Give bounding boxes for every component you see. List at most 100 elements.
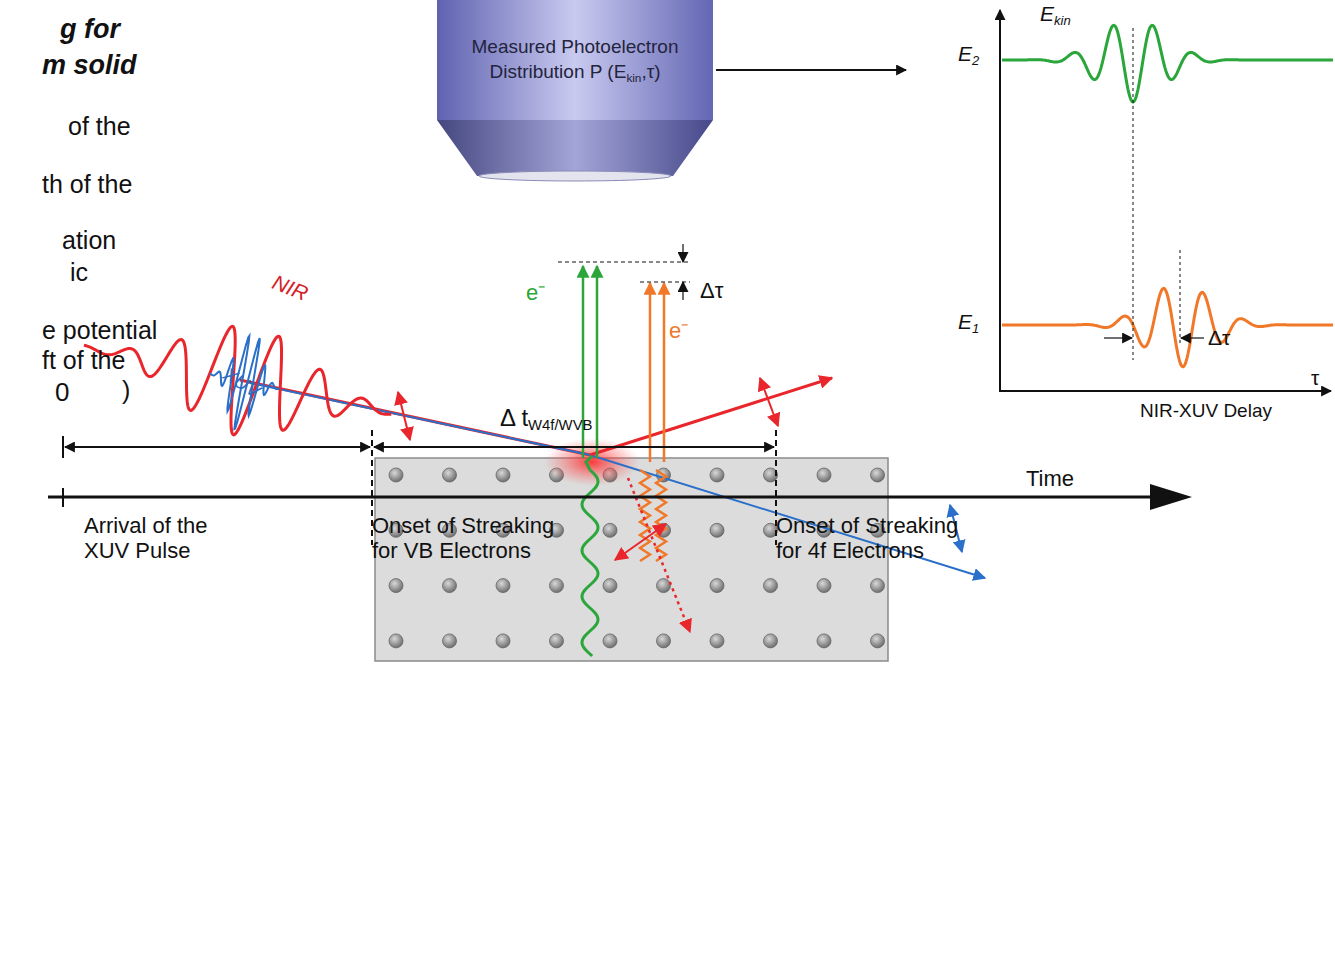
delay-arrow (1181, 337, 1204, 338)
lattice-atom (710, 468, 724, 482)
delay-arrow (682, 244, 683, 262)
delay-arrow (1104, 337, 1132, 338)
electron-arrow (663, 283, 666, 462)
subscript: kin (1054, 13, 1071, 28)
xuv-pulse (210, 336, 280, 429)
lattice-atom (871, 468, 885, 482)
beam-label: NIR (269, 270, 312, 306)
core-electron-wave (640, 470, 650, 561)
lattice-atom (443, 579, 457, 593)
lattice-atom (764, 634, 778, 648)
subscript: kin (626, 70, 641, 83)
lattice-atom (603, 579, 617, 593)
slide-text: e potential (42, 316, 157, 345)
xuv-beam (250, 383, 985, 578)
polarization-arrow (398, 392, 410, 440)
axis-label: E1 (958, 310, 979, 337)
beam-label: XUV (219, 363, 264, 402)
streaking-trace (1002, 288, 1333, 366)
detector-shape (437, 0, 713, 186)
text-part: E (958, 42, 972, 65)
slide-text: ft of the (42, 346, 125, 375)
nir-reflected-beam (590, 378, 832, 455)
tick (62, 488, 64, 507)
text-part: E (1040, 2, 1054, 25)
axis-label: Ekin (1040, 2, 1071, 29)
event-label: Arrival of the XUV Pulse (84, 513, 244, 564)
slide-title: m solid (42, 50, 137, 81)
graph-axis (999, 390, 1331, 392)
lattice-atom (550, 634, 564, 648)
time-arrowhead (1150, 484, 1192, 510)
lattice-atom (389, 468, 403, 482)
electron-label: e⁻ (526, 280, 545, 305)
graph-axis (999, 10, 1001, 392)
detector: Measured Photoelectron Distribution P (E… (437, 0, 713, 186)
center-line (1180, 250, 1181, 345)
lattice-atom (710, 523, 724, 537)
lattice-atom (496, 468, 510, 482)
field-arrow (615, 524, 666, 560)
slide-text: ation (62, 226, 116, 255)
lattice-atom (817, 634, 831, 648)
electron-label: e⁻ (669, 318, 688, 343)
lattice-atom (710, 634, 724, 648)
detector-label: Measured Photoelectron Distribution P (E… (455, 35, 695, 85)
lattice-atom (817, 579, 831, 593)
subscript: 2 (972, 53, 979, 68)
lattice-atom (764, 579, 778, 593)
delay-guide (558, 262, 690, 263)
lattice-atom (871, 579, 885, 593)
lattice-atom (603, 634, 617, 648)
time-zero: 0 (55, 378, 69, 408)
interval-arrow (374, 446, 774, 448)
text-part: E (958, 310, 972, 333)
slide-text: of the (68, 112, 131, 141)
center-line (1133, 28, 1134, 360)
scattering-arrow (628, 478, 690, 632)
streaking-trace (1002, 25, 1333, 102)
axis-title: NIR-XUV Delay (1140, 400, 1272, 422)
delay-arrow (682, 282, 683, 300)
tick (62, 436, 64, 458)
lattice-atom (657, 579, 671, 593)
electron-arrow (649, 283, 652, 462)
interval-arrow (65, 446, 370, 448)
detector-lens (479, 171, 671, 181)
subscript: W4f/WVB (528, 417, 592, 433)
slide-title: g for (60, 14, 120, 45)
lattice-atom (603, 523, 617, 537)
lattice-atom (443, 634, 457, 648)
polarization-arrow (760, 378, 778, 426)
detector-body (437, 0, 713, 120)
axis-label: E2 (958, 42, 979, 69)
lattice-atom (550, 579, 564, 593)
output-arrow (716, 69, 906, 71)
lattice-atom (389, 634, 403, 648)
slide-text: ) (122, 376, 130, 405)
slide-text: ic (70, 258, 88, 287)
lattice-atom (496, 634, 510, 648)
lattice-atom (657, 634, 671, 648)
lattice-atom (710, 579, 724, 593)
lattice-atom (871, 634, 885, 648)
interval-label: Δ tW4f/WVB (500, 404, 593, 435)
electron-arrow (596, 266, 599, 458)
delay-label: Δτ (1208, 326, 1230, 350)
axis-title: Time (1026, 466, 1074, 491)
lattice-atom (817, 468, 831, 482)
core-electron-wave (656, 470, 666, 561)
lattice-atom (496, 579, 510, 593)
axis-label: τ (1311, 366, 1319, 390)
text-part: Δ t (500, 404, 528, 431)
event-label: Onset of Streaking for 4f Electrons (776, 513, 981, 564)
delay-label: Δτ (700, 278, 723, 303)
subscript: 1 (972, 321, 979, 336)
slide-text: th of the (42, 170, 132, 199)
text-part: ,τ) (641, 61, 660, 82)
lattice-atom (389, 579, 403, 593)
valence-electron-path (586, 456, 592, 470)
time-axis (48, 496, 1152, 499)
detector-text-area: Measured Photoelectron Distribution P (E… (437, 0, 713, 85)
